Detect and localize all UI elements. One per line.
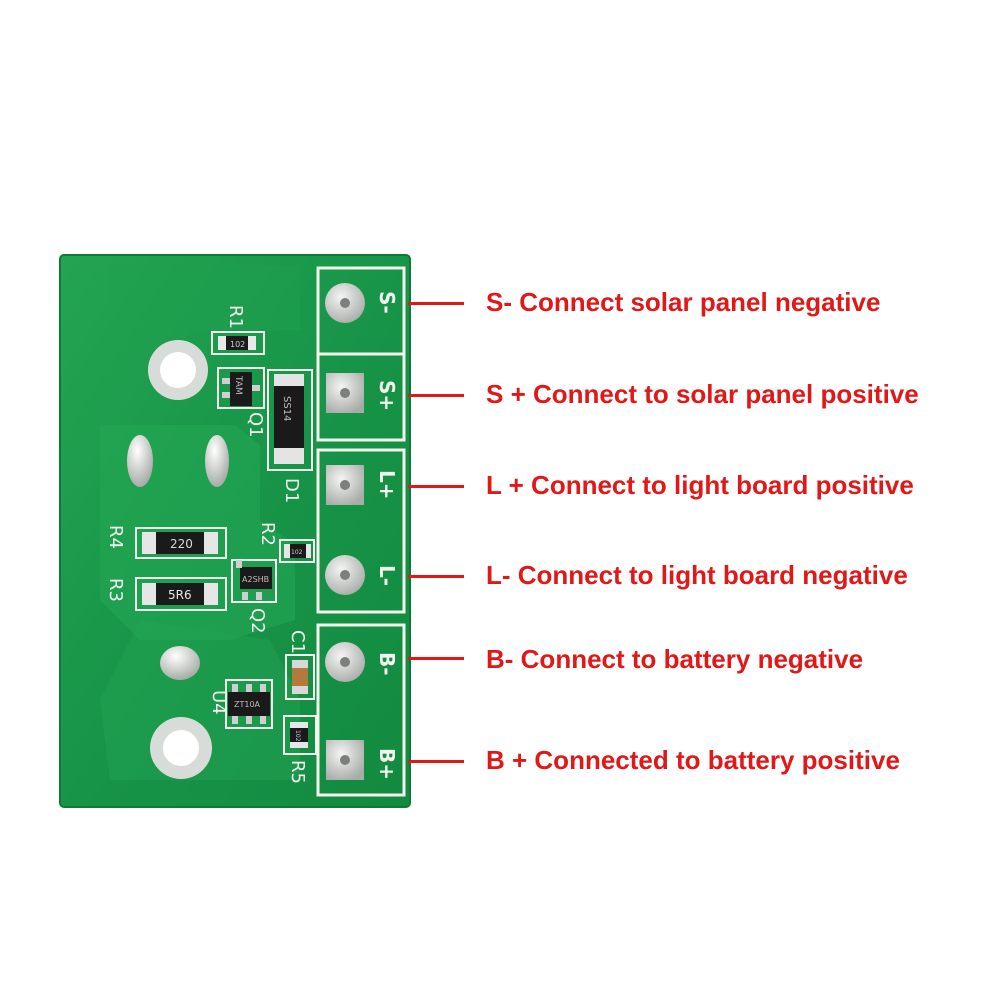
- q1-marking: TAM: [233, 375, 243, 395]
- leader-line-l-neg: [408, 575, 464, 578]
- mounting-hole-top: [148, 340, 208, 400]
- callout-b-neg: B- Connect to battery negative: [486, 644, 864, 674]
- pad-s-neg: [325, 283, 365, 323]
- resistor-r5: 102: [283, 715, 317, 755]
- transistor-q1: TAM: [217, 367, 265, 409]
- silk-r3: R3: [105, 578, 126, 602]
- r4-marking: 220: [170, 537, 193, 551]
- ic-u4: ZT10A: [225, 679, 273, 729]
- r3-marking: 5R6: [168, 588, 192, 602]
- pad-b-neg: [325, 642, 365, 682]
- r1-marking: 102: [230, 340, 245, 349]
- callout-b-pos: B + Connected to battery positive: [486, 745, 900, 775]
- r5-marking: 102: [294, 730, 301, 742]
- pad-label-s-neg: S-: [375, 291, 399, 314]
- silk-r4: R4: [105, 525, 126, 549]
- copper-trace: [100, 620, 300, 780]
- silk-r5: R5: [287, 760, 308, 784]
- pad-label-s-pos: S+: [375, 380, 399, 411]
- copper-trace: [110, 265, 300, 330]
- transistor-q2: A2SHB: [231, 559, 277, 603]
- capacitor-c1: [285, 654, 315, 700]
- solder-blob: [205, 435, 229, 487]
- callout-l-neg: L- Connect to light board negative: [486, 560, 908, 590]
- resistor-r2: 102: [279, 539, 315, 563]
- callout-s-pos: S + Connect to solar panel positive: [486, 379, 919, 409]
- pad-s-pos: [326, 373, 364, 413]
- pad-label-l-pos: L+: [375, 470, 399, 500]
- silk-q2: Q2: [247, 608, 268, 634]
- resistor-r4: 220: [135, 527, 227, 559]
- pad-label-b-pos: B+: [375, 748, 399, 780]
- leader-line-l-pos: [408, 485, 464, 488]
- r2-marking: 102: [291, 549, 303, 556]
- solder-blob: [127, 435, 153, 487]
- leader-line-s-neg: [408, 302, 464, 305]
- silk-c1: C1: [287, 630, 308, 654]
- silk-q1: Q1: [245, 412, 266, 438]
- pad-l-neg: [325, 555, 365, 595]
- pad-l-pos: [326, 465, 364, 505]
- u4-marking: ZT10A: [234, 700, 261, 709]
- leader-line-s-pos: [408, 394, 464, 397]
- silk-d1: D1: [281, 478, 302, 503]
- pad-b-pos: [326, 740, 364, 780]
- solder-blob: [160, 646, 200, 680]
- silk-r1: R1: [225, 305, 246, 329]
- callout-s-neg: S- Connect solar panel negative: [486, 287, 881, 317]
- leader-line-b-pos: [408, 760, 464, 763]
- mounting-hole-bottom: [150, 717, 212, 779]
- silk-r2: R2: [257, 522, 278, 546]
- resistor-r1: 102: [211, 331, 265, 355]
- pad-label-l-neg: L-: [375, 565, 399, 586]
- d1-marking: SS14: [281, 396, 292, 421]
- leader-line-b-neg: [408, 657, 464, 660]
- pad-label-b-neg: B-: [375, 652, 399, 676]
- q2-marking: A2SHB: [242, 575, 269, 584]
- pad-silkscreen-outline: [316, 266, 406, 797]
- resistor-r3: 5R6: [135, 577, 227, 611]
- callout-l-pos: L + Connect to light board positive: [486, 470, 914, 500]
- diode-d1: SS14: [267, 369, 313, 471]
- silk-u4: U4: [208, 690, 229, 715]
